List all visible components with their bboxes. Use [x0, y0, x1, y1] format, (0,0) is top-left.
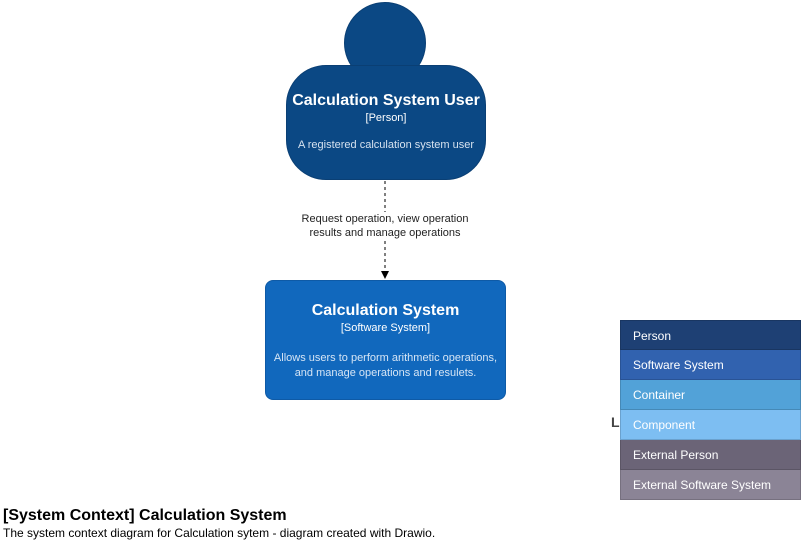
relationship-label-line2: results and manage operations: [309, 227, 461, 239]
person-node[interactable]: Calculation System User [Person] A regis…: [286, 65, 486, 180]
legend-item-person[interactable]: Person: [620, 320, 801, 350]
software-system-node[interactable]: Calculation System [Software System] All…: [265, 280, 506, 400]
system-title: Calculation System: [311, 302, 460, 319]
person-title: Calculation System User: [292, 92, 480, 109]
system-description-line2: and manage operations and resulets.: [294, 367, 477, 379]
legend-item-external-software-system[interactable]: External Software System: [620, 470, 801, 500]
system-description: Allows users to perform arithmetic opera…: [270, 351, 501, 381]
arrowhead-icon: [381, 271, 389, 279]
system-type: [Software System]: [340, 322, 431, 334]
legend: Person Software System Container Compone…: [620, 320, 801, 500]
diagram-subtitle: The system context diagram for Calculati…: [3, 526, 436, 540]
legend-item-component[interactable]: Component: [620, 410, 801, 440]
legend-title-peek: L: [611, 414, 620, 430]
relationship-label-line1: Request operation, view operation: [301, 213, 469, 225]
legend-item-software-system[interactable]: Software System: [620, 350, 801, 380]
legend-item-external-person[interactable]: External Person: [620, 440, 801, 470]
person-type: [Person]: [365, 112, 407, 124]
legend-item-container[interactable]: Container: [620, 380, 801, 410]
person-description: A registered calculation system user: [297, 139, 475, 151]
system-description-line1: Allows users to perform arithmetic opera…: [273, 352, 498, 364]
relationship-label: Request operation, view operation result…: [285, 212, 485, 240]
diagram-title: [System Context] Calculation System: [3, 507, 287, 524]
